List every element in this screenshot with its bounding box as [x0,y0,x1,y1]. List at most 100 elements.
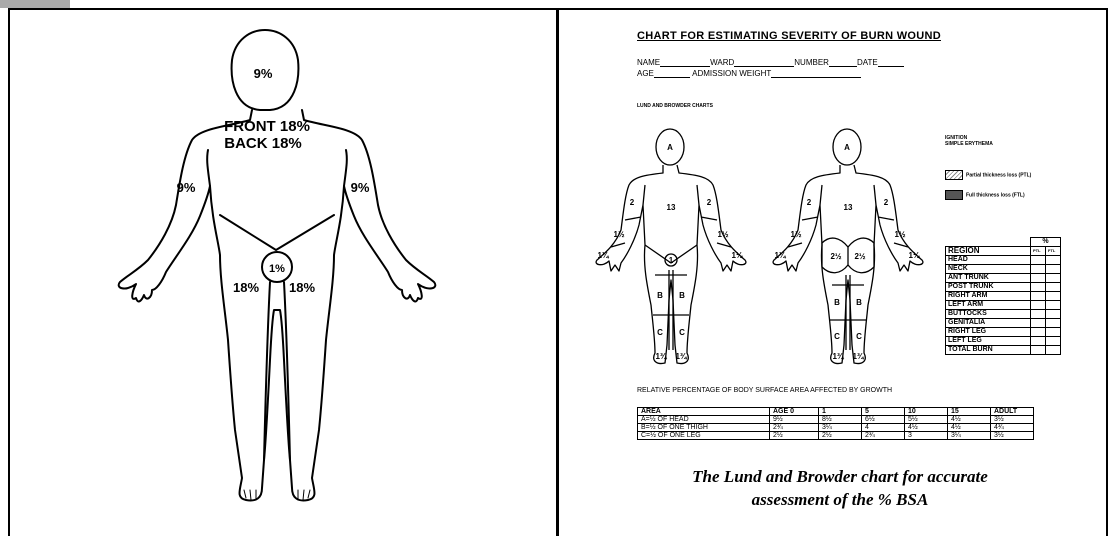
front-left-upper-arm-label: 2 [707,198,712,207]
trunk-front-label: FRONT 18% [224,118,310,135]
front-left-foot-label: 1¾ [675,352,687,361]
right-leg-pct-label: 18% [233,280,259,295]
growth-header: 5 [862,408,905,416]
legend-full: Full thickness loss (FTL) [945,190,1055,200]
right-inner-arm [207,150,210,186]
perineum-pct-label: 1% [269,263,285,275]
region-row: LEFT LEG [946,337,1061,346]
back-right-buttock-label: 2½ [830,252,841,261]
back-left-buttock-label: 2½ [854,252,865,261]
back-right-hand-label: 1¼ [774,251,786,260]
region-table: % REGION PTL FTL HEAD NECK ANT TRUNK POS… [945,237,1061,355]
caption-line-1: The Lund and Browder chart for accurate [600,466,1080,488]
trunk-back-label: BACK 18% [224,135,302,152]
front-trunk-label: 13 [667,203,676,212]
lund-browder-figures: A 13 2 2 1½ 1½ 1¼ 1¼ 1 B B C C 1¾ 1¾ A 1… [585,125,935,375]
back-right-thigh-label: B [834,298,840,307]
region-row: ANT TRUNK [946,274,1061,283]
legend-key: IGNITION SIMPLE ERYTHEMA [945,135,1055,147]
full-swatch [945,190,963,200]
left-inner-arm [344,150,347,186]
front-left-thigh-label: B [679,291,685,300]
back-right-upper-arm-label: 2 [807,198,812,207]
region-row: HEAD [946,256,1061,265]
region-header-row: REGION PTL FTL [946,247,1061,256]
region-pct-header: % [1031,238,1061,247]
front-figure [596,129,746,364]
region-row: LEFT ARM [946,301,1061,310]
form-row-2: AGE ADMISSION WEIGHT [637,69,861,78]
back-left-thigh-label: B [856,298,862,307]
region-row: NECK [946,265,1061,274]
age-label: AGE [637,69,654,78]
ward-blank [734,58,794,67]
ftl-header: FTL [1046,247,1061,256]
ptl-header: PTL [1031,247,1046,256]
front-right-upper-arm-label: 2 [630,198,635,207]
number-blank [829,58,857,67]
frame-left-border [8,9,10,536]
frame-divider [556,9,559,536]
left-arm-pct-label: 9% [351,180,370,195]
back-right-leg-label: C [834,332,840,341]
back-head-label: A [844,143,850,152]
weight-blank [771,69,861,78]
back-figure [773,129,923,364]
date-blank [878,58,904,67]
legend-key-subtitle: SIMPLE ERYTHEMA [945,141,1055,147]
growth-header: 15 [948,408,991,416]
back-trunk-label: 13 [844,203,853,212]
growth-header: 1 [819,408,862,416]
region-row: BUTTOCKS [946,310,1061,319]
name-label: NAME [637,58,660,67]
back-left-upper-arm-label: 2 [884,198,889,207]
growth-title: RELATIVE PERCENTAGE OF BODY SURFACE AREA… [637,387,937,394]
front-head-label: A [667,143,673,152]
rule-of-nines-figure: 9% FRONT 18% BACK 18% 9% 9% 1% 18% 18% [80,20,480,520]
back-left-leg-label: C [856,332,862,341]
front-right-foot-label: 1¾ [655,352,667,361]
frame-top-border [0,0,1113,12]
chart-title: CHART FOR ESTIMATING SEVERITY OF BURN WO… [637,30,941,42]
ward-label: WARD [710,58,734,67]
growth-header: 10 [905,408,948,416]
admission-weight-label: ADMISSION WEIGHT [692,69,771,78]
front-right-thigh-label: B [657,291,663,300]
body-outline [119,110,436,501]
form-row-1: NAME WARD NUMBER DATE [637,58,904,67]
region-row: RIGHT ARM [946,292,1061,301]
region-row: TOTAL BURN [946,346,1061,355]
front-right-leg-label: C [657,328,663,337]
frame-right-border [1106,9,1108,536]
legend-partial-label: Partial thickness loss (PTL) [966,172,1031,178]
number-label: NUMBER [794,58,829,67]
date-label: DATE [857,58,878,67]
growth-header-row: AREA AGE 0 1 5 10 15 ADULT [638,408,1034,416]
age-blank [654,69,690,78]
back-left-forearm-label: 1½ [894,230,905,239]
region-row: RIGHT LEG [946,328,1061,337]
front-left-hand-label: 1¼ [731,251,743,260]
lund-browder-heading: LUND AND BROWDER CHARTS [637,103,713,109]
region-row: GENITALIA [946,319,1061,328]
region-header: REGION [946,247,1031,256]
frame-top-right [556,8,1108,10]
region-row: POST TRUNK [946,283,1061,292]
back-left-foot-label: 1¾ [852,352,864,361]
groin-line [220,215,334,250]
growth-header: ADULT [991,408,1034,416]
back-right-foot-label: 1¾ [832,352,844,361]
back-left-hand-label: 1¼ [908,251,920,260]
name-blank [660,58,710,67]
growth-header: AREA [638,408,770,416]
front-right-forearm-label: 1½ [613,230,624,239]
legend-full-label: Full thickness loss (FTL) [966,192,1025,198]
frame-top-left [8,8,556,10]
right-arm-pct-label: 9% [177,180,196,195]
front-right-hand-label: 1¼ [597,251,609,260]
front-left-forearm-label: 1½ [717,230,728,239]
head-pct-label: 9% [254,66,273,81]
